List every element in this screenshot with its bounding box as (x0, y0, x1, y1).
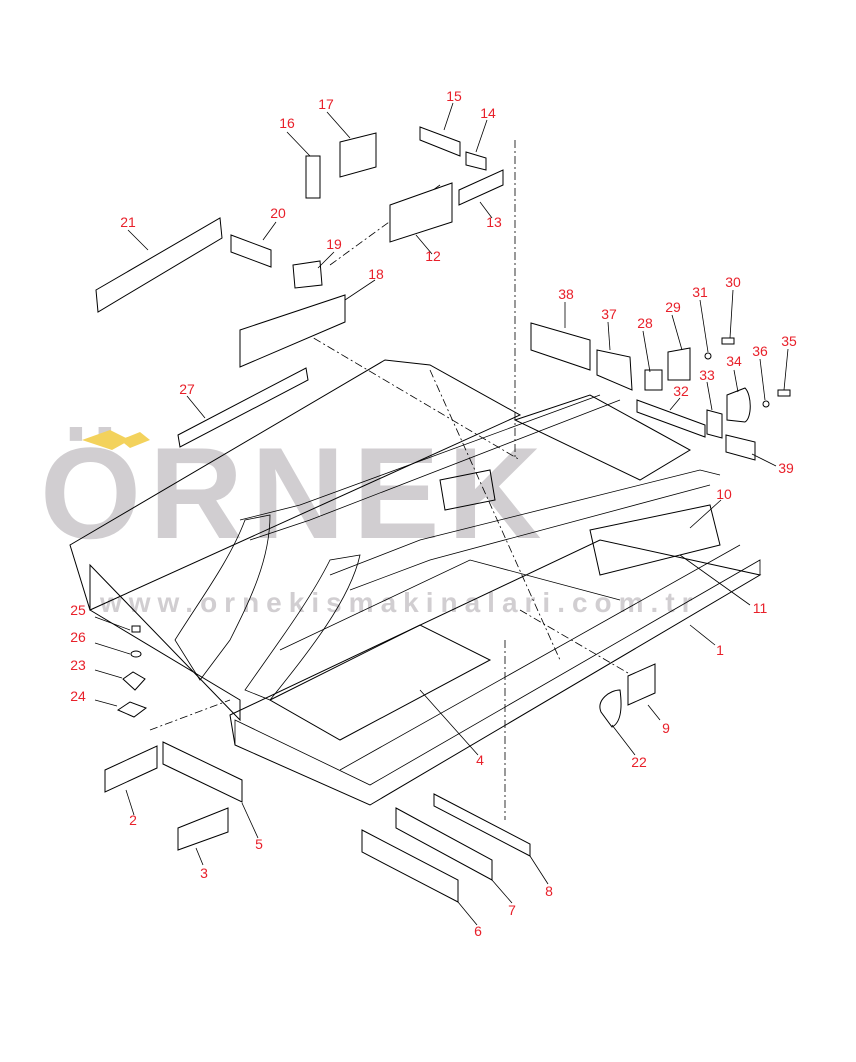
callout-5: 5 (255, 836, 263, 852)
callout-28: 28 (637, 315, 653, 331)
callout-10: 10 (716, 486, 732, 502)
upper-frame (69, 359, 762, 806)
callout-34: 34 (726, 353, 742, 369)
callout-20: 20 (270, 205, 286, 221)
centerline (429, 369, 561, 661)
callout-13: 13 (486, 214, 502, 230)
callout-30: 30 (725, 274, 741, 290)
callout-29: 29 (665, 299, 681, 315)
callout-9: 9 (662, 720, 670, 736)
callout-3: 3 (200, 865, 208, 881)
logo-accent-left (82, 430, 130, 450)
callout-15: 15 (446, 88, 462, 104)
callout-27: 27 (179, 381, 195, 397)
centerline (149, 699, 231, 731)
callout-21: 21 (120, 214, 136, 230)
callout-16: 16 (279, 115, 295, 131)
centerline (299, 329, 521, 461)
callout-1: 1 (716, 642, 724, 658)
callout-22: 22 (631, 754, 647, 770)
callout-37: 37 (601, 306, 617, 322)
callout-38: 38 (558, 286, 574, 302)
logo-accent-right (120, 432, 150, 448)
callout-8: 8 (545, 883, 553, 899)
callout-18: 18 (368, 266, 384, 282)
callout-14: 14 (480, 105, 496, 121)
callout-12: 12 (425, 248, 441, 264)
callout-32: 32 (673, 383, 689, 399)
callout-2: 2 (129, 812, 137, 828)
callout-4: 4 (476, 752, 484, 768)
callout-11: 11 (752, 600, 768, 616)
watermark-brand: ÖRNEK (40, 420, 550, 566)
leader-lines (94, 102, 789, 926)
callout-33: 33 (699, 367, 715, 383)
callout-31: 31 (692, 284, 708, 300)
callout-19: 19 (326, 236, 342, 252)
callout-39: 39 (778, 460, 794, 476)
callout-25: 25 (70, 602, 86, 618)
callout-36: 36 (752, 343, 768, 359)
centerline (519, 609, 641, 681)
callout-7: 7 (508, 902, 516, 918)
callout-17: 17 (318, 96, 334, 112)
callout-35: 35 (781, 333, 797, 349)
callout-23: 23 (70, 657, 86, 673)
callout-26: 26 (70, 629, 86, 645)
watermark-url: www.ornekismakinalari.com.tr (100, 587, 700, 618)
callout-6: 6 (474, 923, 482, 939)
callout-24: 24 (70, 688, 86, 704)
parts (95, 126, 791, 903)
